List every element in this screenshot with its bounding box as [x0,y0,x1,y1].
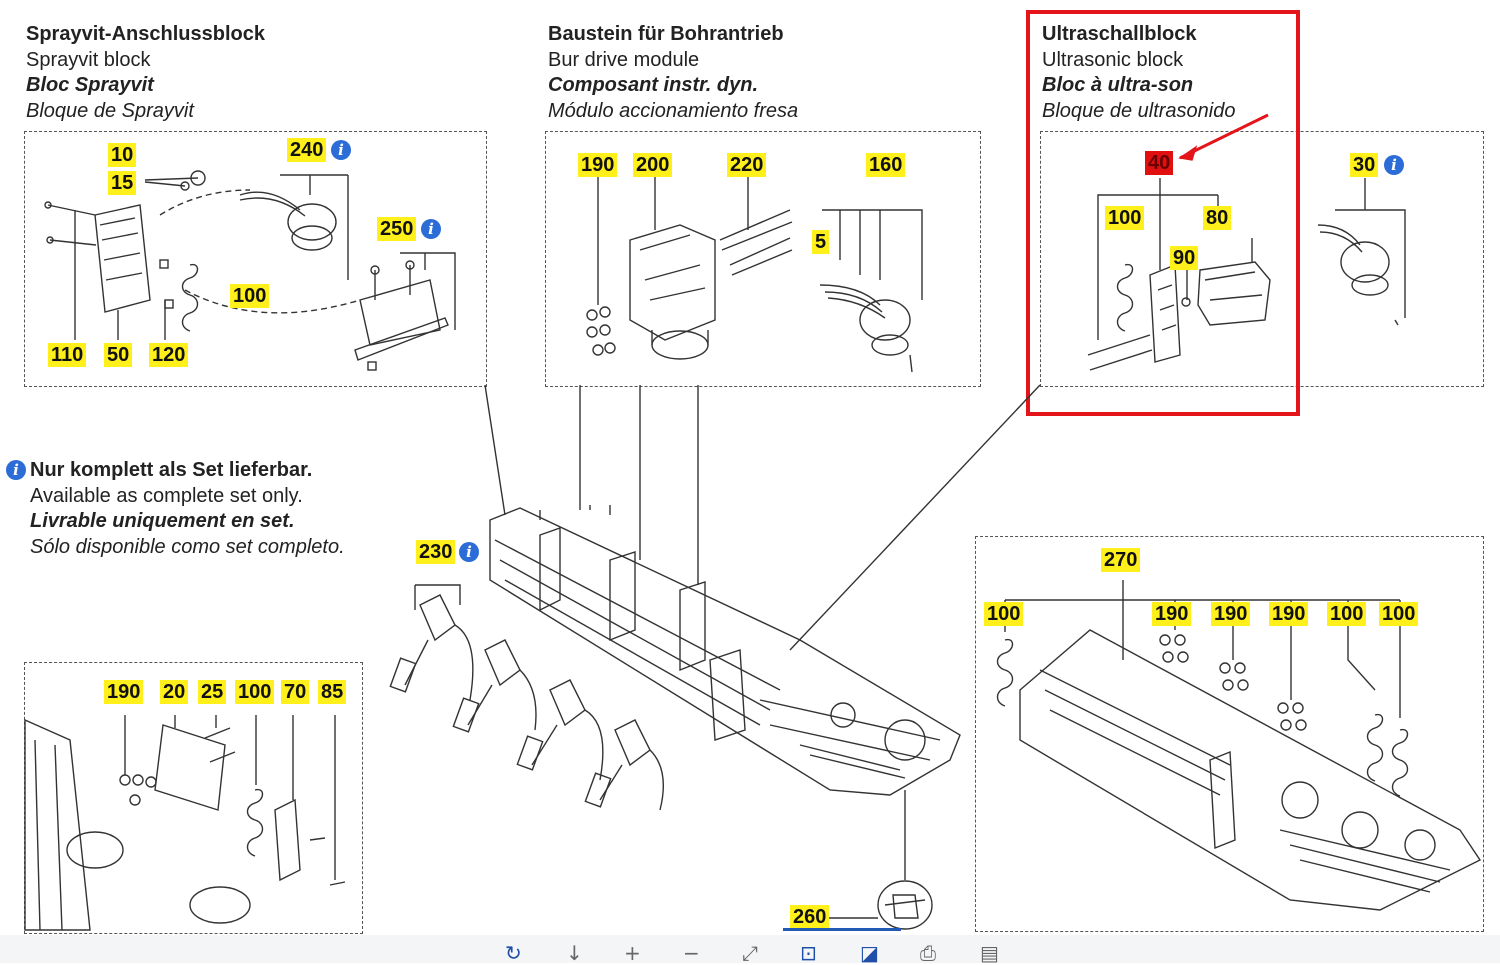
part-tag-220[interactable]: 220 [727,153,767,177]
rotate-icon[interactable]: ↻ [505,941,522,965]
part-tag-250[interactable]: 250 [377,217,417,241]
zoom-out-icon[interactable]: − [683,941,700,965]
part-tag-15[interactable]: 15 [108,171,137,195]
part-tag-100[interactable]: 100 [1379,602,1419,626]
ultrasonic-highlight-box [1026,10,1300,416]
bur-drive-panel [545,131,981,387]
part-tag-25[interactable]: 25 [198,680,227,704]
note-fr: Livrable uniquement en set. [30,510,295,532]
part-tag-50[interactable]: 50 [104,343,133,367]
detail-right-drawing [996,580,1482,911]
part-tag-190[interactable]: 190 [1152,602,1192,626]
info-icon: i [6,460,26,480]
part-tag-260[interactable]: 260 [790,905,830,929]
ultrasonic-block-drawing [1087,178,1406,371]
part-tag-120[interactable]: 120 [149,343,189,367]
part-tag-190[interactable]: 190 [1269,602,1309,626]
set-availability-note: Nur komplett als Set lieferbar. Availabl… [30,458,345,560]
select-area-icon[interactable]: ⊡ [800,941,817,965]
title-fr: Bloc à ultra-son [1042,74,1194,96]
note-de: Nur komplett als Set lieferbar. [30,459,313,481]
part-tag-100[interactable]: 100 [235,680,275,704]
part-tag-5[interactable]: 5 [812,230,830,254]
part-tag-160[interactable]: 160 [866,153,906,177]
title-fr: Composant instr. dyn. [548,74,759,96]
part-tag-200[interactable]: 200 [633,153,673,177]
bur-drive-title: Baustein für Bohrantrieb Bur drive modul… [548,22,798,124]
part-tag-190[interactable]: 190 [578,153,618,177]
title-fr: Bloc Sprayvit [26,74,154,96]
info-icon: i [1384,155,1404,175]
fit-icon[interactable]: ⤢ [742,941,758,965]
exploded-drawing [24,113,1482,931]
handpiece-drawings [389,584,665,811]
part-tag-20[interactable]: 20 [160,680,189,704]
info-icon: i [421,219,441,239]
detail-panel-right [975,536,1484,932]
part-tag-85[interactable]: 85 [318,680,347,704]
print-icon[interactable]: ⎙ [920,941,936,965]
part-tag-40-selected[interactable]: 40 [1145,151,1174,175]
sprayvit-title: Sprayvit-Anschlussblock Sprayvit block B… [26,22,265,124]
detail-left-drawing [24,715,346,931]
title-de: Ultraschallblock [1042,23,1197,45]
viewer-toolbar: ↻ ↓ + − ⤢ ⊡ ◪ ⎙ ▤ [0,935,1500,963]
ultrasonic-panel [1040,131,1484,387]
note-es: Sólo disponible como set completo. [30,535,345,558]
info-icon: i [331,140,351,160]
part-tag-100[interactable]: 100 [984,602,1024,626]
part-tag-80[interactable]: 80 [1203,206,1232,230]
title-es: Bloque de Sprayvit [26,99,194,122]
part-tag-100[interactable]: 100 [1327,602,1367,626]
part-tag-110[interactable]: 110 [48,343,87,367]
info-icon: i [459,542,479,562]
zoom-in-icon[interactable]: + [624,941,641,965]
main-assembly-drawing [489,505,961,880]
bur-drive-drawing [586,175,923,373]
download-icon[interactable]: ↓ [566,941,583,965]
part-tag-240[interactable]: 240 [287,138,327,162]
ultrasonic-title: Ultraschallblock Ultrasonic block Bloc à… [1042,22,1235,124]
part-tag-100[interactable]: 100 [1105,206,1145,230]
part-tag-270[interactable]: 270 [1101,548,1141,572]
title-en: Ultrasonic block [1042,48,1184,71]
part-tag-30[interactable]: 30 [1350,153,1379,177]
part-tag-10[interactable]: 10 [108,143,137,167]
selection-underline [783,928,901,931]
title-en: Bur drive module [548,48,700,71]
title-de: Baustein für Bohrantrieb [548,23,784,45]
part-tag-190[interactable]: 190 [1211,602,1251,626]
document-icon[interactable]: ▤ [980,941,999,965]
page-view-icon[interactable]: ◪ [860,941,879,965]
title-es: Bloque de ultrasonido [1042,99,1236,122]
title-en: Sprayvit block [26,48,151,71]
sprayvit-block-drawing [44,170,456,371]
sprayvit-panel [24,131,487,387]
note-en: Available as complete set only. [30,484,303,507]
title-de: Sprayvit-Anschlussblock [26,23,265,45]
part-tag-90[interactable]: 90 [1170,246,1199,270]
part-tag-230[interactable]: 230 [416,540,456,564]
part-tag-70[interactable]: 70 [281,680,310,704]
title-es: Módulo accionamiento fresa [548,99,799,122]
part-tag-100[interactable]: 100 [230,284,270,308]
part-tag-190[interactable]: 190 [104,680,144,704]
